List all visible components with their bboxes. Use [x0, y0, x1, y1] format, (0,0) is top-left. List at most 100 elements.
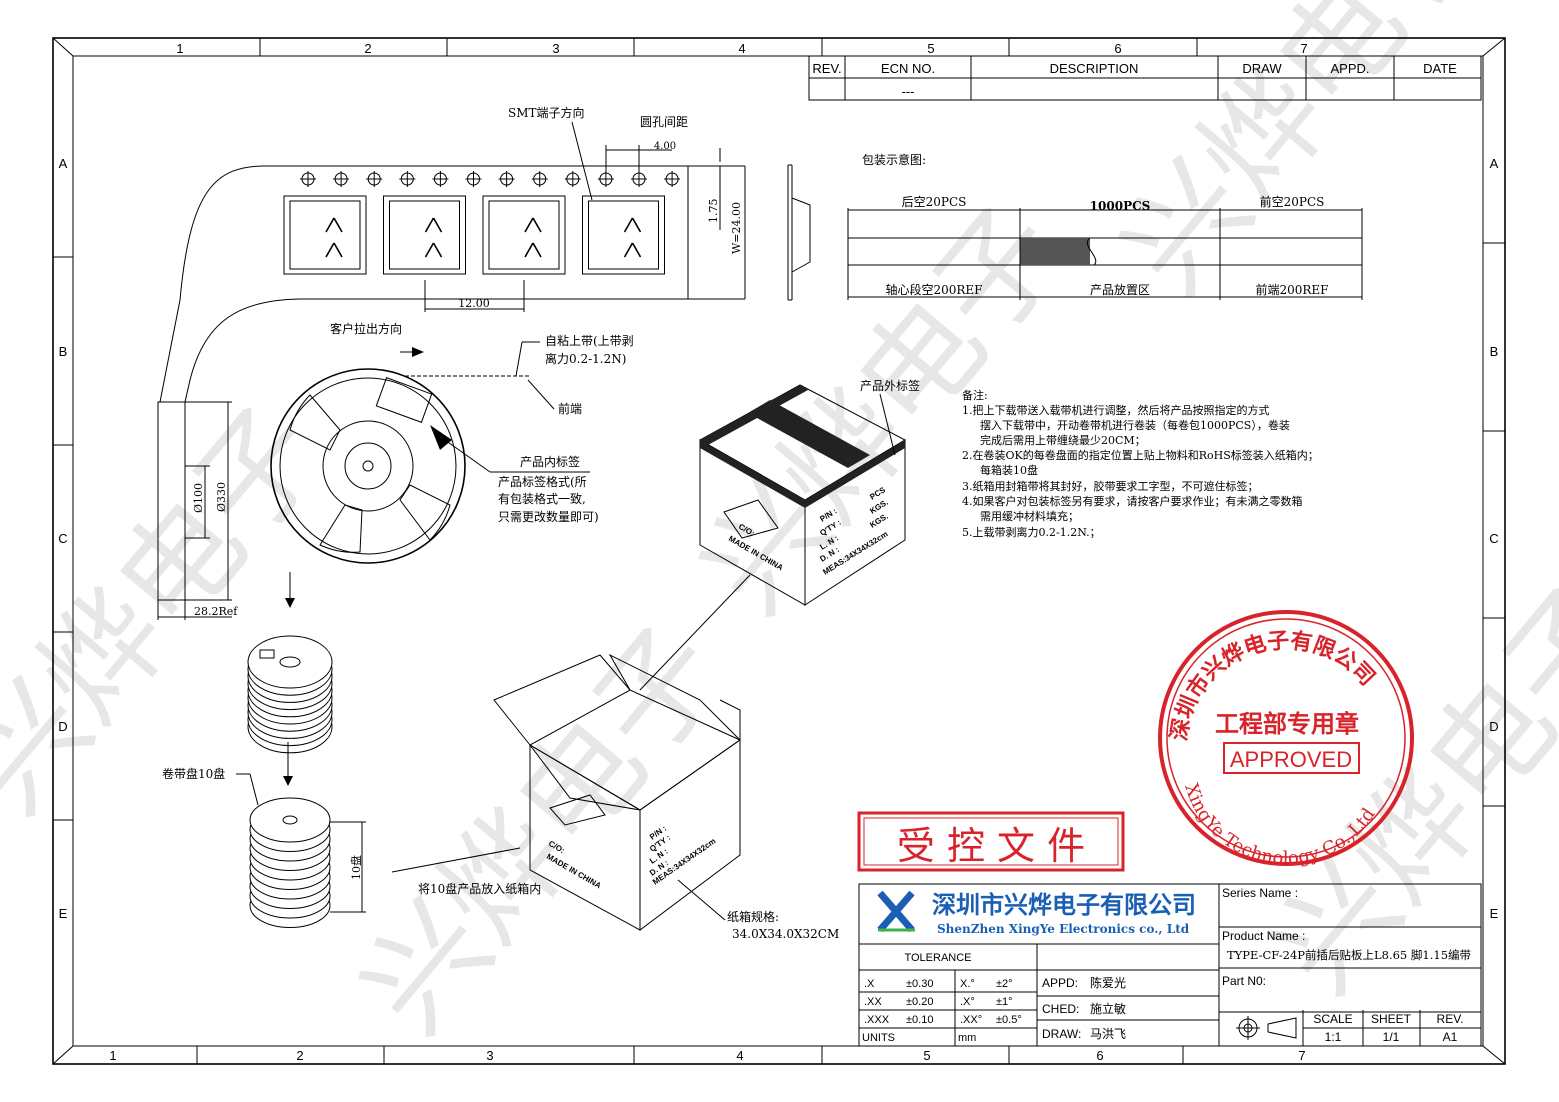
zone-bottom-6: 6 — [1096, 1048, 1103, 1063]
connector-contact — [524, 217, 542, 258]
ched-name: 施立敏 — [1090, 1001, 1126, 1016]
tol-x-deg-value: ±2° — [996, 978, 1013, 990]
reel-hub — [282, 815, 298, 825]
connector-contact — [623, 217, 642, 258]
rev-header: REV. — [812, 61, 841, 76]
outer-label-title: 产品外标签 — [860, 378, 920, 393]
revision-table: REV. ECN NO. DESCRIPTION DRAW APPD. DATE… — [808, 55, 1482, 101]
reel-thickness-dim: 28.2Ref — [194, 605, 238, 618]
appd-label: APPD: — [1042, 976, 1078, 990]
seal-department-text: 工程部专用章 — [1215, 709, 1359, 738]
scale-value: 1:1 — [1325, 1030, 1342, 1044]
series-name-label: Series Name : — [1222, 886, 1298, 900]
hub-diameter-dim: Ø100 — [192, 483, 205, 513]
product-zone-label: 产品放置区 — [1090, 282, 1150, 297]
pocket — [283, 195, 367, 275]
pocket-inner — [289, 200, 361, 270]
zone-top-3: 3 — [552, 41, 559, 56]
tol-x-value: ±0.30 — [906, 978, 933, 990]
tol-x-deg: X.° — [960, 978, 975, 990]
note-line-3: 完成后需用上带缠绕最少20CM； — [980, 433, 1146, 447]
edge-dim: 1.75 — [707, 199, 720, 224]
note-line-8: 需用缓冲材料填充； — [980, 509, 1079, 523]
ecn-header: ECN NO. — [881, 61, 935, 76]
pocket-inner — [389, 200, 460, 270]
carrier-tape-view: 4.00 圆孔间距 1.75 W=24.00 12.00 SMT端子方向 — [159, 105, 746, 403]
zone-right-a: A — [1490, 156, 1499, 171]
reel-count-label: 卷带盘10盘 — [162, 766, 225, 781]
inner-label-note-2: 有包装格式一致, — [498, 491, 586, 506]
title-block: 深圳市兴烨电子有限公司 ShenZhen XingYe Electronics … — [858, 883, 1482, 1047]
company-logo-icon — [877, 890, 915, 933]
sheet-border — [52, 37, 1506, 1065]
notes-title: 备注: — [962, 388, 988, 402]
packing-schematic: 包装示意图: 后空20PCS 1000PCS 前空20PCS 轴心段空200RE… — [847, 152, 1363, 300]
core-empty-label: 轴心段空200REF — [885, 282, 982, 297]
note-line-2: 摆入下载带中，开动卷带机进行卷装（每卷包1000PCS），卷装 — [980, 418, 1290, 432]
front-end-label: 前端200REF — [1255, 282, 1328, 297]
tol-xx-value: ±0.20 — [906, 996, 933, 1008]
inner-label-title: 产品内标签 — [520, 454, 580, 469]
zone-bottom-4: 4 — [736, 1048, 743, 1063]
pocket — [383, 195, 466, 275]
tol-xxx-value: ±0.10 — [906, 1014, 933, 1026]
pocket-inner — [488, 200, 560, 270]
tol-xx-deg-value: ±1° — [996, 996, 1013, 1008]
zone-bottom-7: 7 — [1298, 1048, 1305, 1063]
stacked-reel — [249, 797, 331, 843]
pull-direction-label: 客户拉出方向 — [330, 321, 402, 336]
front-empty-label: 前空20PCS — [1260, 194, 1325, 209]
company-name-en: ShenZhen XingYe Electronics co., Ltd — [937, 922, 1190, 936]
note-line-6: 3.纸箱用封箱带将其封好，胶带要求工字型，不可遮住标签； — [962, 479, 1259, 493]
zone-top-4: 4 — [738, 41, 745, 56]
reel-stack-2: 卷带盘10盘 10盘 — [162, 766, 366, 928]
into-box-label: 将10盘产品放入纸箱内 — [418, 881, 541, 896]
connector-contact — [325, 217, 343, 258]
rev-value: A1 — [1443, 1030, 1458, 1044]
connector-contact — [424, 217, 443, 258]
zone-left-e: E — [59, 906, 68, 921]
tol-xx: .XX — [864, 996, 882, 1008]
pocket-pitch-dim: 12.00 — [458, 297, 490, 310]
hole-pitch-label: 圆孔间距 — [640, 115, 688, 129]
zone-left-c: C — [58, 531, 67, 546]
ecn-value: --- — [902, 84, 915, 99]
controlled-document-stamp: 受 控 文 件 — [857, 811, 1125, 872]
sprocket-holes — [300, 171, 681, 187]
zone-top-7: 7 — [1300, 41, 1307, 56]
controlled-document-text: 受 控 文 件 — [897, 824, 1085, 868]
sheet-label: SHEET — [1371, 1012, 1412, 1026]
approval-seal: 深圳市兴烨电子有限公司 XingYe Technology Co.,Ltd 工程… — [1158, 610, 1414, 869]
zone-top-1: 1 — [176, 41, 183, 56]
description-header: DESCRIPTION — [1050, 61, 1139, 76]
rear-empty-label: 后空20PCS — [902, 195, 967, 209]
note-line-1: 1.把上下载带送入载带机进行调整，然后将产品按照指定的方式 — [962, 403, 1270, 417]
zone-right-b: B — [1490, 344, 1499, 359]
sheet-value: 1/1 — [1383, 1030, 1400, 1044]
draw-label: DRAW: — [1042, 1027, 1081, 1041]
note-line-7: 4.如果客户对包装标签另有要求，请按客户要求作业；有未满之零数箱 — [962, 494, 1303, 508]
tol-xx-deg: .X° — [960, 996, 975, 1008]
reel-diameter-dim: Ø330 — [215, 482, 228, 512]
reel-side-profile — [787, 164, 811, 301]
watermark: 兴烨电子 兴烨电子 兴烨电子 兴烨电子 兴烨电子 — [0, 0, 1559, 1059]
reel-label — [259, 649, 275, 659]
date-header: DATE — [1423, 61, 1457, 76]
zone-bottom-1: 1 — [109, 1048, 116, 1063]
zone-bottom-2: 2 — [296, 1048, 303, 1063]
zone-left-b: B — [59, 344, 68, 359]
stacked-reel — [247, 635, 333, 689]
inner-label-note-3: 只需更改数量即可) — [498, 509, 599, 524]
zone-bottom-5: 5 — [923, 1048, 930, 1063]
product-name-value: TYPE-CF-24P前插后贴板上L8.65 脚1.15编带 — [1227, 948, 1471, 962]
zone-top-2: 2 — [364, 41, 371, 56]
cover-tape-label: 自粘上带(上带剥 — [545, 333, 634, 348]
note-line-9: 5.上载带剥离力0.2-1.2N.； — [962, 525, 1101, 539]
tol-xxx-deg-value: ±0.5° — [996, 1014, 1022, 1026]
pocket-inner — [588, 200, 659, 270]
tol-xxx-deg: .XX° — [960, 1014, 982, 1026]
tolerance-header: TOLERANCE — [904, 952, 971, 964]
carton-spec-value: 34.0X34.0X32CM — [732, 927, 839, 941]
qty-label: 1000PCS — [1090, 199, 1151, 213]
